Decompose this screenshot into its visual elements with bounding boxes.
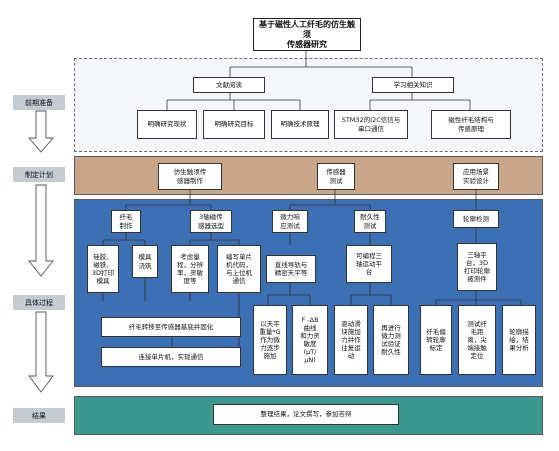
range-resolution-node: 考虑量 程，分辨 率，灵敏 度等 [171,245,209,293]
application-experiment-node: 应用场景 实验设计 [453,163,499,190]
tech-principle-node: 明确技术原理 [271,110,329,139]
balance-weight-node: 以天平 重量*G 作为微 力逐步 施加 [253,305,287,375]
three-axis-platform-node: 可编程三 轴运动平 台 [346,245,392,283]
literature-review-node: 文献阅读 [193,77,265,93]
sensor-selection-node: 3轴磁传 感器选型 [190,210,232,233]
tip-distance-node: 测试纤 毛距 离，尖 端接触 定位 [458,305,496,375]
result-summary-node: 整理结果，论文撰写，参加答辩 [213,404,399,425]
research-goal-node: 明确研究目标 [203,110,265,139]
silicone-magnet-mold-node: 硅胶、 磁铁、 3D打印 模具 [87,245,119,293]
sensor-test-node: 传感器 测试 [317,163,355,190]
mold-casting-node: 模具 浇筑 [132,245,158,278]
cilia-fabrication-node: 纤毛 制作 [111,210,141,233]
slider-drive-node: 驱动滑 块施加 力并作 往复运 动 [334,305,368,375]
durability-test-node: 耐久性 测试 [354,210,386,233]
mcu-code-node: 编写单片 机代码， 与上位机 通信 [217,245,261,293]
cilia-transfer-node: 纤毛转移至传感器基底并固化 [101,317,241,337]
stage-planning: 制定计划 [13,167,65,182]
sensor-fabrication-node: 仿生触须传 感器制作 [158,163,222,190]
stm32-comm-node: STM32的I2C信信与 串口通信 [334,110,408,139]
magnetic-cilia-principle-node: 磁性纤毛结构与 传感原理 [431,110,511,139]
contour-detection-node: 轮廓检测 [453,210,499,228]
stage-process: 具体过程 [13,295,65,310]
diagram-title: 基于磁性人工纤毛的仿生触须 传感器研究 [253,18,361,51]
micro-force-test-node: 微力响 应测试 [272,210,308,233]
research-status-node: 明确研究现状 [137,110,197,139]
force-sensitivity-node: F -ΔB 曲线 和力灵 敏度 (μT/ μN) [292,305,328,375]
stage-preparation: 前期准备 [13,95,65,110]
learn-knowledge-node: 学习相关知识 [372,77,454,93]
contour-platform-node: 三轴平 台，3D 打印轮廓 被测件 [457,243,497,291]
connect-mcu-node: 连接单片机，实现通信 [101,347,241,367]
stage-result: 结果 [13,408,65,423]
cilia-calibration-node: 纤毛偏 转轮廓 标定 [420,305,452,375]
retest-durability-node: 再进行 微力测 试验证 耐久性 [373,305,409,375]
linear-rail-balance-node: 直线导轨与 精密天平等 [266,255,316,283]
contour-analysis-node: 轮廓描 绘，结 果分析 [502,305,536,375]
